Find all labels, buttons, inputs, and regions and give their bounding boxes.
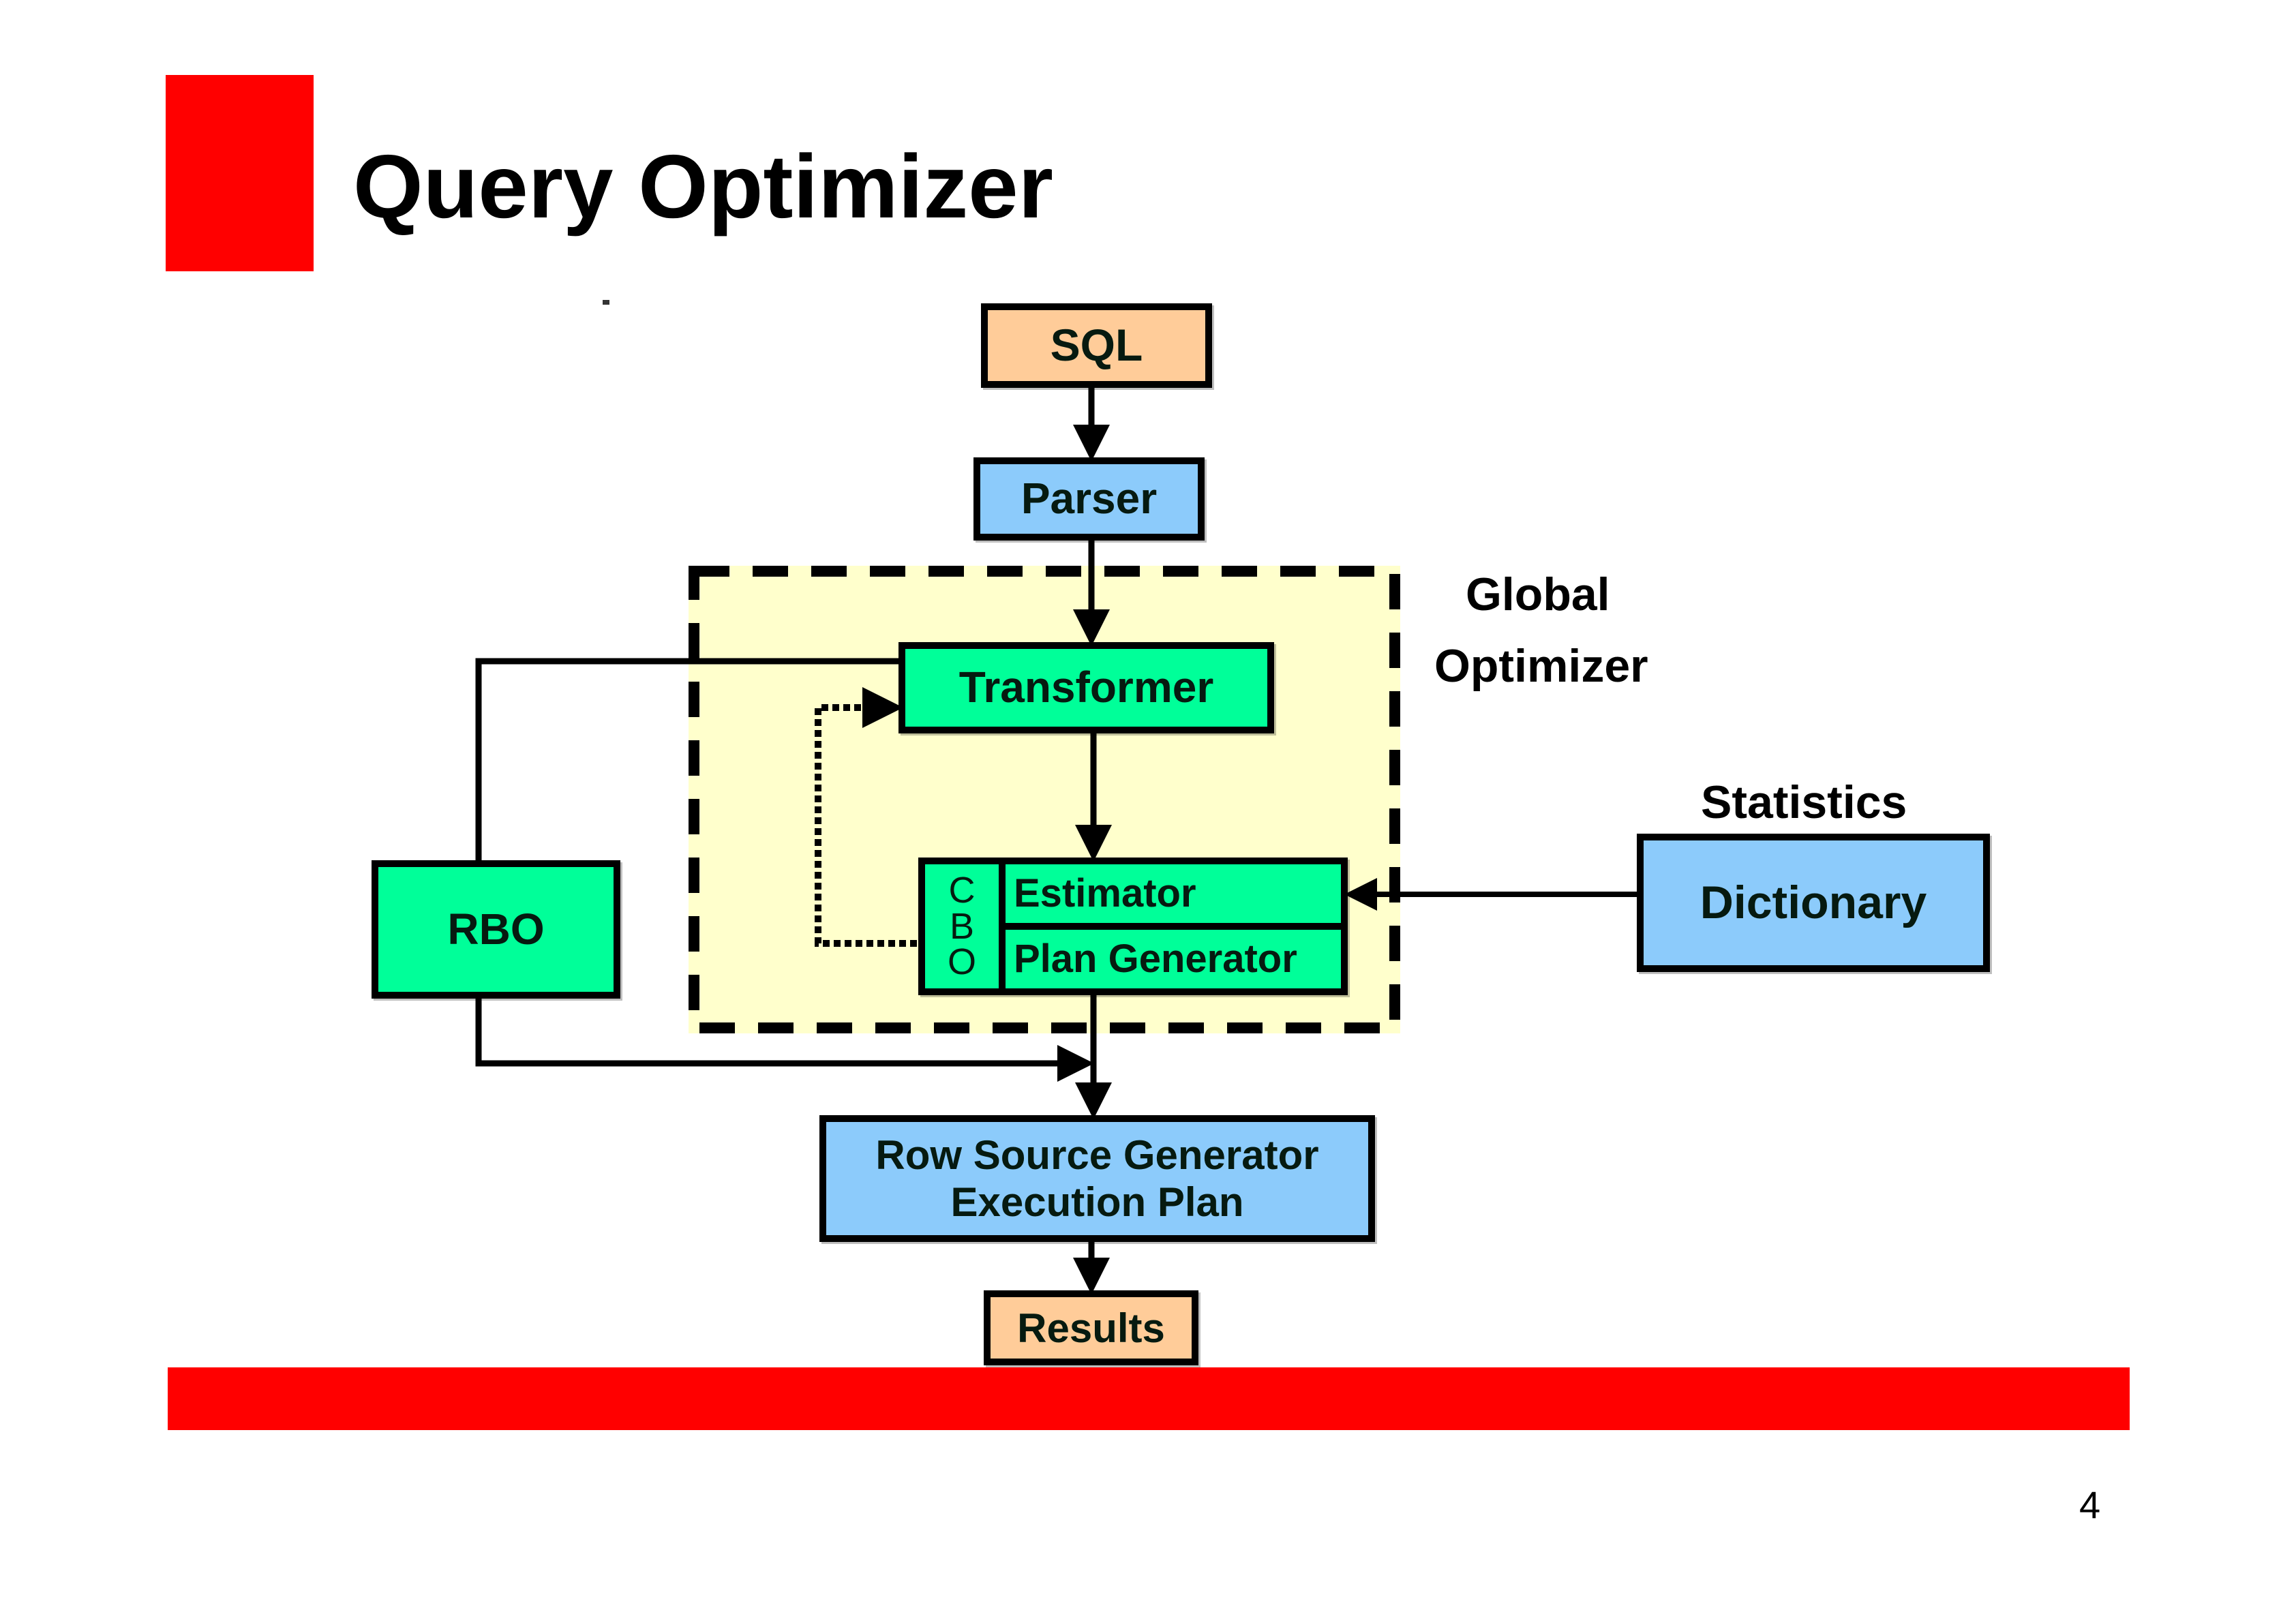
transformer-label: Transformer xyxy=(958,663,1214,712)
row-source-generator-node: Row Source Generator Execution Plan xyxy=(819,1115,1375,1242)
row-source-line1: Row Source Generator xyxy=(875,1132,1319,1178)
parser-node: Parser xyxy=(973,457,1205,541)
page-title: Query Optimizer xyxy=(353,136,1053,237)
edge-cbo-transformer-feedback xyxy=(815,687,917,947)
global-label: Global xyxy=(1466,568,1610,620)
cbo-letter-c: C xyxy=(948,869,976,911)
sql-label: SQL xyxy=(1050,320,1143,371)
row-source-line2: Execution Plan xyxy=(950,1179,1244,1225)
estimator-node: Estimator xyxy=(1006,864,1341,930)
cbo-letter-b: B xyxy=(949,905,975,947)
footer-accent-bar xyxy=(168,1367,2130,1430)
results-node: Results xyxy=(984,1290,1198,1365)
edge-rbo-rowsource xyxy=(475,999,1094,1082)
cbo-vertical-label: C B O xyxy=(925,864,1006,988)
transformer-node: Transformer xyxy=(898,642,1274,733)
stray-mark xyxy=(603,300,609,305)
sql-node: SQL xyxy=(981,303,1212,388)
rbo-node: RBO xyxy=(372,860,620,999)
plan-generator-node: Plan Generator xyxy=(1006,930,1341,988)
global-optimizer-border xyxy=(689,566,1400,1033)
cbo-node: C B O Estimator Plan Generator xyxy=(918,858,1348,995)
optimizer-label: Optimizer xyxy=(1434,640,1648,692)
dictionary-node: Dictionary xyxy=(1637,834,1990,972)
edge-transformer-rbo xyxy=(475,658,898,860)
parser-label: Parser xyxy=(1021,474,1158,524)
dictionary-label: Dictionary xyxy=(1700,877,1927,929)
page-number: 4 xyxy=(2079,1483,2101,1526)
title-accent-block xyxy=(166,75,314,271)
results-label: Results xyxy=(1017,1305,1165,1351)
estimator-label: Estimator xyxy=(1014,870,1196,915)
plan-generator-label: Plan Generator xyxy=(1014,936,1297,981)
statistics-label: Statistics xyxy=(1701,776,1907,828)
rbo-label: RBO xyxy=(447,904,545,954)
cbo-letter-o: O xyxy=(947,941,976,983)
